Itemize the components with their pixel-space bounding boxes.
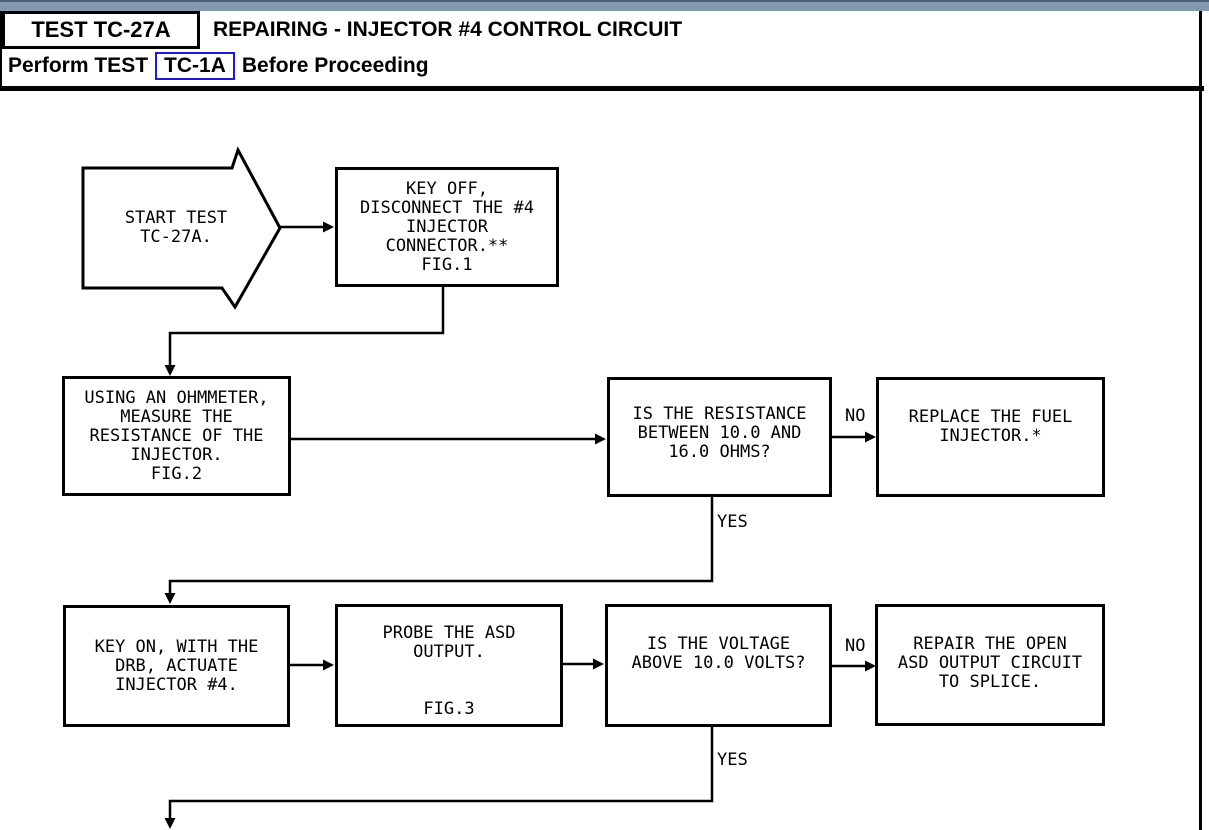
subtitle: Perform TEST TC-1A Before Proceeding	[8, 51, 429, 81]
flow-text-line: REPLACE THE FUEL	[908, 407, 1073, 427]
flow-text-line: USING AN OHMMETER,	[84, 387, 269, 408]
flow-text-line: PROBE THE ASD	[382, 623, 516, 643]
flow-text-line: DISCONNECT THE #4	[360, 197, 534, 218]
flow-text-line: INJECTOR.*	[939, 426, 1042, 446]
flow-text-line: FIG.1	[421, 254, 473, 275]
branch-label-yes-voltage: YES	[717, 750, 748, 770]
start-arrow-shape	[81, 146, 282, 310]
flow-text-line: RESISTANCE OF THE	[89, 425, 264, 446]
header-separator	[0, 86, 1204, 91]
branch-label-no-voltage: NO	[845, 636, 866, 656]
branch-label-no-resistance: NO	[845, 406, 866, 426]
flow-text-line: IS THE VOLTAGE	[646, 634, 791, 654]
test-id-label: TEST TC-27A	[31, 17, 171, 42]
flow-lines	[168, 225, 868, 821]
flow-text-line: IS THE RESISTANCE	[632, 404, 807, 424]
subtitle-suffix: Before Proceeding	[241, 54, 429, 77]
flow-text-line: ABOVE 10.0 VOLTS?	[631, 653, 806, 673]
test-id-box: TEST TC-27A	[2, 11, 200, 49]
flow-text-line: START TEST	[124, 208, 228, 228]
flow-text-line: REPAIR THE OPEN	[913, 634, 1067, 654]
flow-text-line: INJECTOR.	[130, 444, 223, 465]
flow-text-line: MEASURE THE	[120, 406, 233, 427]
flow-text-line: INJECTOR #4.	[115, 674, 238, 695]
flow-text-line: KEY OFF,	[406, 178, 488, 199]
flow-text-line: FIG.3	[423, 699, 475, 719]
flow-text-line: INJECTOR	[406, 216, 488, 237]
flow-arrowheads	[164, 221, 876, 829]
test-reference-link[interactable]: TC-1A	[155, 52, 235, 80]
flow-text-line: KEY ON, WITH THE	[94, 636, 259, 657]
page-title: REPAIRING - INJECTOR #4 CONTROL CIRCUIT	[213, 18, 683, 41]
branch-label-yes-resistance: YES	[717, 512, 748, 532]
page-right-border	[1199, 11, 1202, 830]
window-top-bar	[0, 0, 1209, 11]
flow-text-line: CONNECTOR.**	[385, 235, 509, 256]
subtitle-prefix: Perform TEST	[8, 54, 149, 77]
flow-text-line: 16.0 OHMS?	[668, 442, 771, 462]
test-reference-label: TC-1A	[164, 54, 226, 77]
flow-text-line: DRB, ACTUATE	[115, 655, 238, 676]
header-left-border	[0, 11, 2, 91]
flow-text-line: ASD OUTPUT CIRCUIT	[897, 653, 1083, 673]
flow-text-line: TO SPLICE.	[938, 672, 1042, 692]
flow-text-line: OUTPUT.	[413, 642, 485, 662]
flow-text-line: FIG.2	[150, 463, 203, 484]
flow-text-line: BETWEEN 10.0 AND	[637, 423, 802, 443]
flow-text-line: TC-27A.	[140, 227, 212, 247]
